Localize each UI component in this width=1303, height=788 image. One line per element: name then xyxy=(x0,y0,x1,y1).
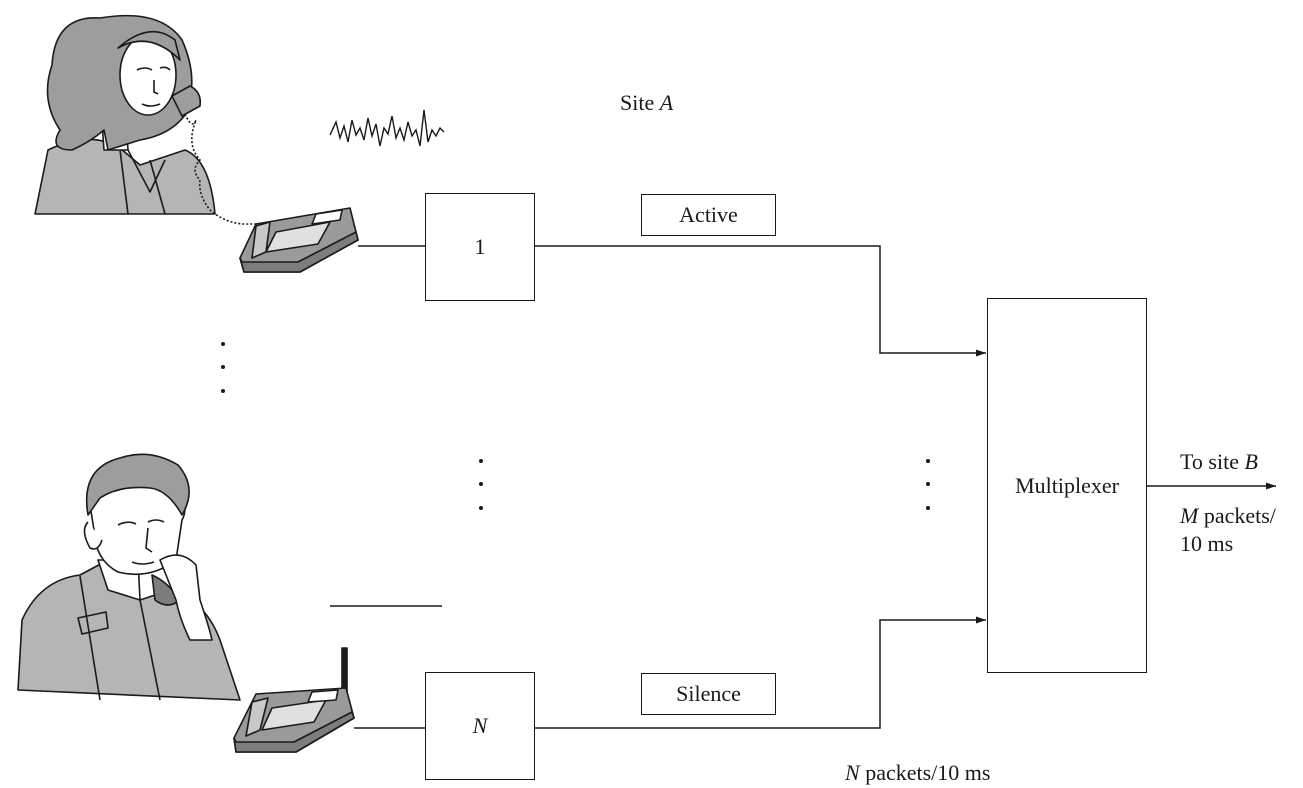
connection-lines xyxy=(354,245,1276,729)
voice-waveform-icon xyxy=(329,109,445,147)
desk-telephone-icon xyxy=(239,207,359,273)
multiplexer-box: Multiplexer xyxy=(987,298,1147,673)
man-on-phone-icon xyxy=(17,453,241,701)
channel-1-box: 1 xyxy=(425,193,535,301)
input-rate-label: N packets/10 ms xyxy=(845,760,991,785)
multiplexer-label: Multiplexer xyxy=(1015,472,1119,498)
cordless-telephone-icon xyxy=(233,647,355,753)
site-a-label: Site A xyxy=(620,90,674,115)
channel-1-label: 1 xyxy=(474,234,486,259)
channel-n-box: N xyxy=(425,672,535,780)
output-destination-label: To site B xyxy=(1180,449,1258,474)
woman-on-phone-icon xyxy=(34,14,258,225)
output-rate-label: M packets/ xyxy=(1180,503,1276,528)
silence-status-tag: Silence xyxy=(641,673,776,715)
output-rate-unit-label: 10 ms xyxy=(1180,531,1234,556)
active-status-tag: Active xyxy=(641,194,776,236)
channel-n-label: N xyxy=(472,713,488,738)
